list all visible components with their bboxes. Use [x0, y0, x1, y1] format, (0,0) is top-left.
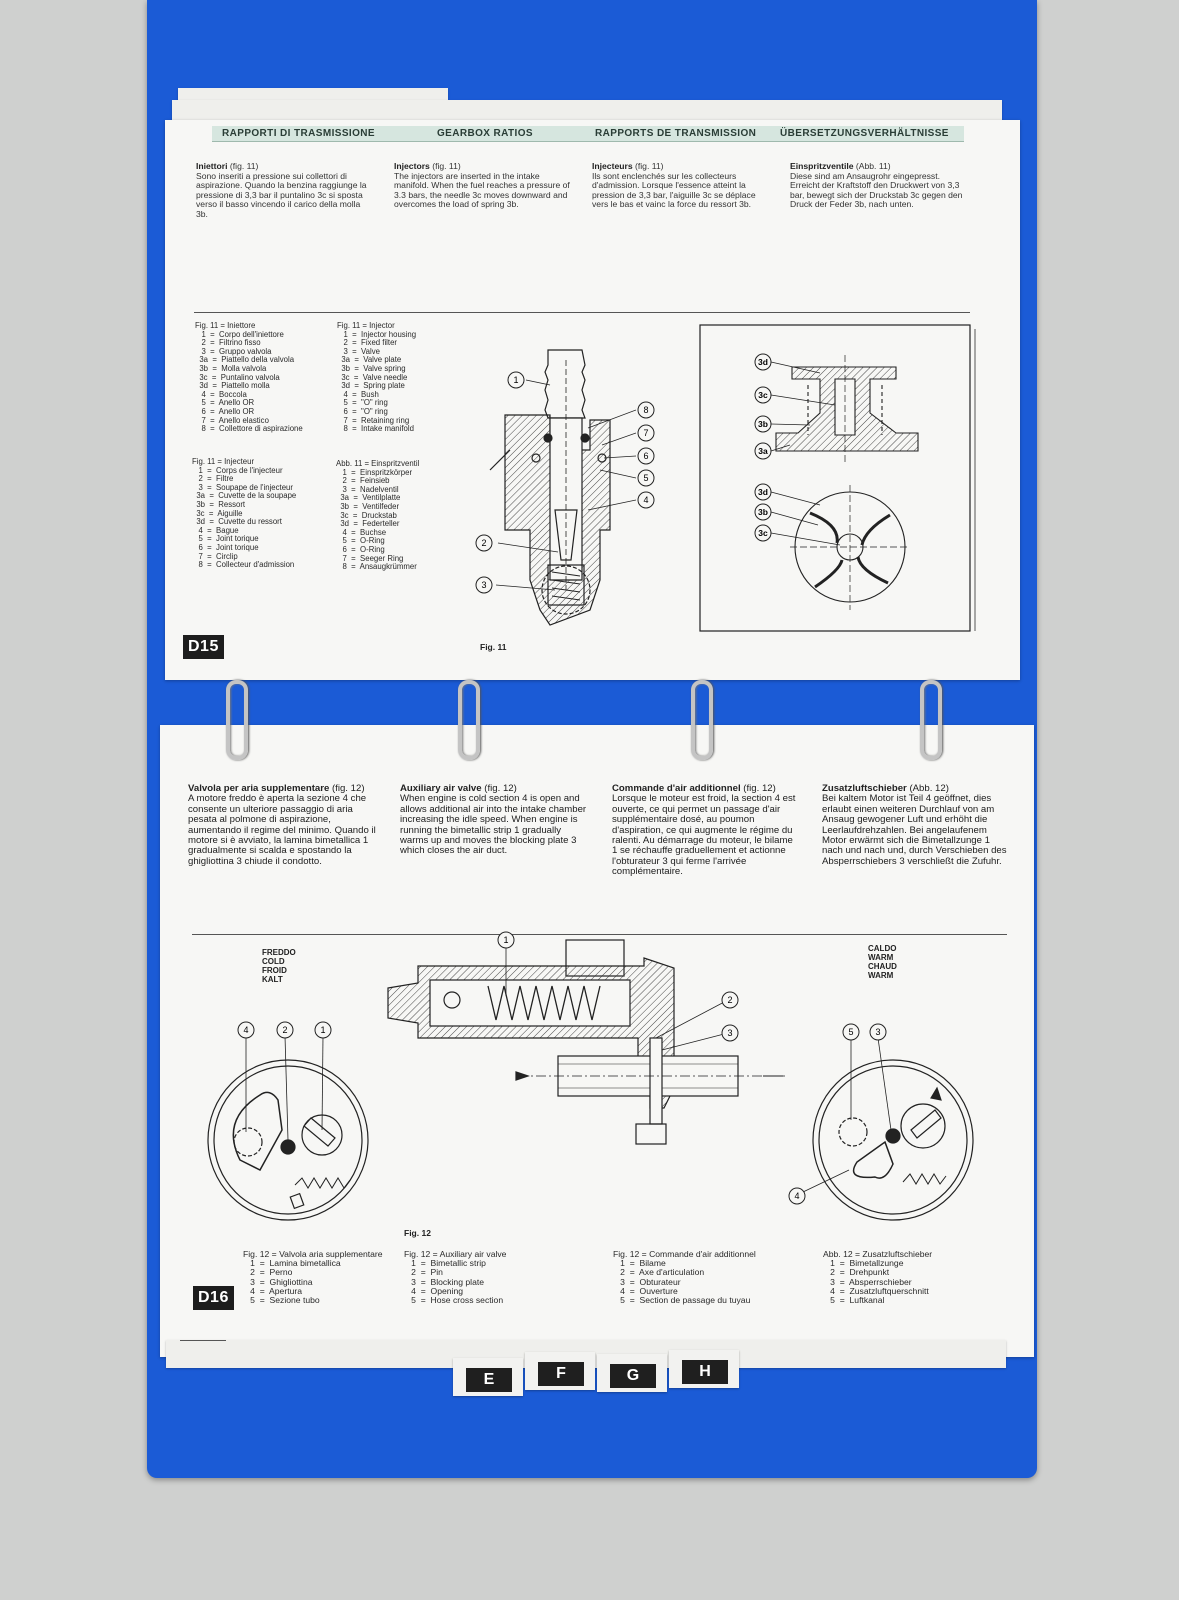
- figure-caption-12: Fig. 12: [404, 1228, 431, 1238]
- legend-fr: Fig. 11 = Injecteur 1 = Corps de l'injec…: [192, 457, 297, 570]
- index-tab-g[interactable]: G: [610, 1364, 656, 1388]
- warm-callout-4: 4: [794, 1191, 799, 1201]
- column-ref: (fig. 11): [635, 161, 664, 171]
- column-ref: (Abb. 12): [909, 783, 949, 794]
- legend-it: Fig. 11 = Iniettore 1 = Corpo dell'iniet…: [195, 321, 303, 434]
- column-title: Injecteurs: [592, 161, 633, 171]
- manual-page-d16: [160, 725, 1034, 1357]
- column-body: Lorsque le moteur est froid, la section …: [612, 793, 796, 878]
- legend-it: Fig. 12 = Valvola aria supplementare 1 =…: [243, 1249, 383, 1306]
- legend-en: Fig. 12 = Auxiliary air valve 1 = Bimeta…: [404, 1249, 507, 1306]
- warm-callout-5: 5: [848, 1027, 853, 1037]
- detail-callout-3a: 3a: [758, 446, 768, 456]
- text-column-it: Iniettori (fig. 11) Sono inseriti a pres…: [196, 161, 372, 220]
- section-divider: [192, 934, 1007, 935]
- cold-state-label: FREDDO COLD FROID KALT: [262, 948, 296, 984]
- column-ref: (fig. 11): [432, 161, 461, 171]
- column-ref: (fig. 12): [484, 783, 517, 794]
- detail-callout-3d: 3d: [758, 357, 768, 367]
- column-ref: (fig. 12): [743, 783, 776, 794]
- center-callout-2: 2: [727, 995, 732, 1005]
- legend-en: Fig. 11 = Injector 1 = Injector housing …: [337, 321, 417, 434]
- binder-ring: [691, 680, 713, 760]
- column-title: Valvola per aria supplementare: [188, 783, 330, 794]
- binder-ring: [458, 680, 480, 760]
- legend-de: Abb. 11 = Einspritzventil 1 = Einspritzk…: [336, 459, 420, 572]
- valve-detail-drawing: 3d 3c 3b 3a 3d 3b 3c: [699, 324, 976, 632]
- column-title: Einspritzventile: [790, 161, 854, 171]
- footer-rule: [180, 1340, 226, 1341]
- detail-callout-3c: 3c: [758, 528, 768, 538]
- text-column-de: Zusatzluftschieber (Abb. 12) Bei kaltem …: [822, 783, 1008, 867]
- callout-2: 2: [481, 538, 486, 548]
- injector-cross-section-drawing: 1 2 3 8 7 6 5 4: [475, 349, 655, 626]
- column-body: Bei kaltem Motor ist Teil 4 geöffnet, di…: [822, 793, 1007, 867]
- warm-state-label: CALDO WARM CHAUD WARM: [868, 944, 897, 980]
- index-tab-e[interactable]: E: [466, 1368, 512, 1392]
- cold-callout-1: 1: [320, 1025, 325, 1035]
- column-title: Commande d'air additionnel: [612, 783, 741, 794]
- callout-1: 1: [513, 375, 518, 385]
- detail-callout-3b: 3b: [758, 419, 768, 429]
- warm-callout-3: 3: [875, 1027, 880, 1037]
- header-label-it: RAPPORTI DI TRASMISSIONE: [222, 128, 375, 139]
- column-title: Auxiliary air valve: [400, 783, 482, 794]
- cold-callout-4: 4: [243, 1025, 248, 1035]
- page-stamp-d15: D15: [183, 635, 224, 659]
- header-label-de: ÜBERSETZUNGSVERHÄLTNISSE: [780, 128, 949, 139]
- callout-3: 3: [481, 580, 486, 590]
- air-valve-cross-section-drawing: 1 2 3: [387, 931, 788, 1145]
- callout-6: 6: [643, 451, 648, 461]
- column-body: Sono inseriti a pressione sui collettori…: [196, 170, 367, 219]
- legend-de: Abb. 12 = Zusatzluftschieber 1 = Bimetal…: [823, 1249, 933, 1306]
- index-tab-h[interactable]: H: [682, 1360, 728, 1384]
- column-title: Injectors: [394, 161, 430, 171]
- binder-ring: [920, 680, 942, 760]
- header-label-fr: RAPPORTS DE TRANSMISSION: [595, 128, 757, 139]
- callout-7: 7: [643, 428, 648, 438]
- callout-5: 5: [643, 473, 648, 483]
- column-ref: (fig. 12): [331, 783, 365, 794]
- text-column-fr: Commande d'air additionnel (fig. 12) Lor…: [612, 783, 798, 878]
- detail-callout-3c: 3c: [758, 390, 768, 400]
- figure-caption-11: Fig. 11: [480, 642, 507, 652]
- center-callout-3: 3: [727, 1028, 732, 1038]
- column-body: Diese sind am Ansaugrohr eingepresst. Er…: [790, 170, 963, 210]
- binder-ring: [226, 680, 248, 760]
- callout-4: 4: [643, 495, 648, 505]
- callout-8: 8: [643, 405, 648, 415]
- column-body: A motore freddo è aperta la sezione 4 ch…: [188, 793, 376, 867]
- detail-callout-3d: 3d: [758, 487, 768, 497]
- column-body: Ils sont enclenchés sur les collecteurs …: [592, 170, 756, 210]
- text-column-en: Injectors (fig. 11) The injectors are in…: [394, 161, 570, 210]
- text-column-it: Valvola per aria supplementare (fig. 12)…: [188, 783, 378, 867]
- header-label-en: GEARBOX RATIOS: [437, 128, 533, 139]
- warm-state-dial-drawing: 5 3 4: [788, 1023, 974, 1221]
- column-body: When engine is cold section 4 is open an…: [400, 793, 587, 857]
- cold-state-dial-drawing: 4 2 1: [207, 1021, 369, 1221]
- header-band: [212, 126, 964, 142]
- text-column-de: Einspritzventile (Abb. 11) Diese sind am…: [790, 161, 966, 210]
- column-title: Zusatzluftschieber: [822, 783, 907, 794]
- column-body: The injectors are inserted in the intake…: [394, 170, 570, 210]
- column-ref: (fig. 11): [229, 161, 259, 171]
- legend-fr: Fig. 12 = Commande d'air additionnel 1 =…: [613, 1249, 756, 1306]
- column-ref: (Abb. 11): [855, 161, 891, 171]
- text-column-fr: Injecteurs (fig. 11) Ils sont enclenchés…: [592, 161, 768, 210]
- page-stamp-d16: D16: [193, 1286, 234, 1310]
- text-column-en: Auxiliary air valve (fig. 12) When engin…: [400, 783, 590, 857]
- column-title: Iniettori: [196, 161, 228, 171]
- cold-callout-2: 2: [282, 1025, 287, 1035]
- detail-callout-3b: 3b: [758, 507, 768, 517]
- index-tab-f[interactable]: F: [538, 1362, 584, 1386]
- section-divider: [194, 312, 970, 313]
- center-callout-1: 1: [503, 935, 508, 945]
